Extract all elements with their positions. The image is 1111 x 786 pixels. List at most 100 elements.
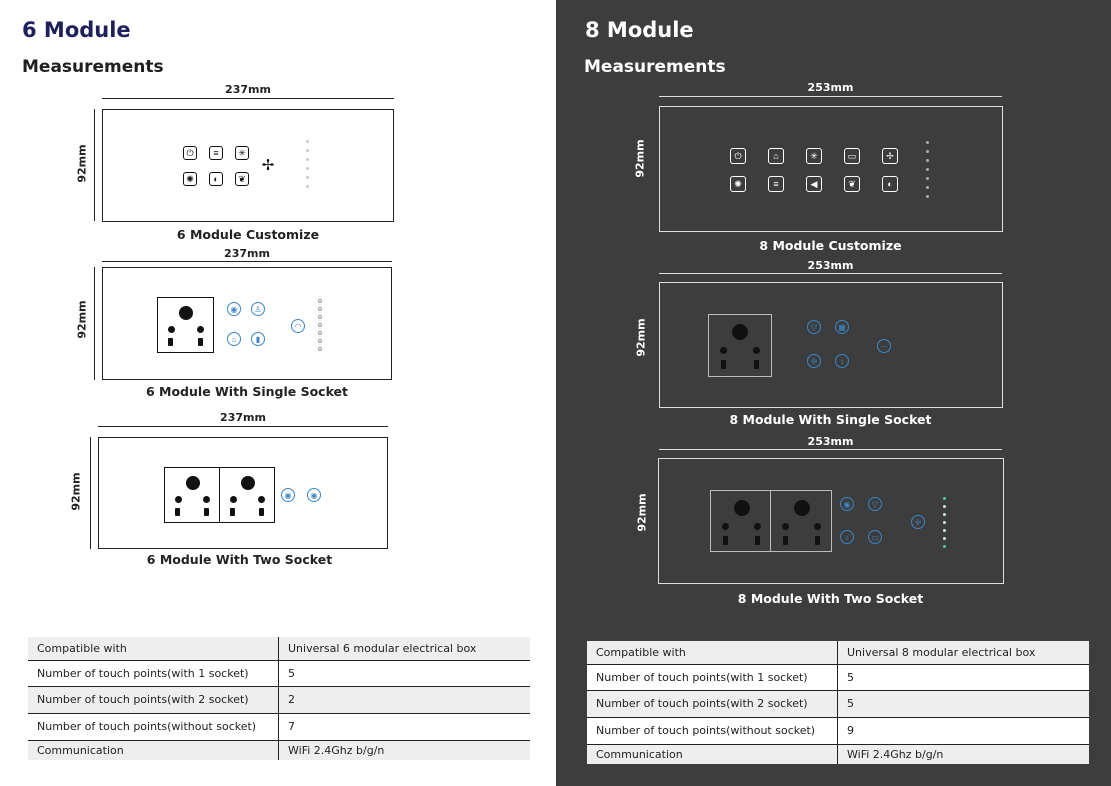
spec-table: Compatible with Universal 6 modular elec… bbox=[28, 637, 530, 760]
indicator-dot bbox=[943, 521, 946, 524]
table-row: Compatible with Universal 6 modular elec… bbox=[28, 637, 530, 661]
indicator-dot bbox=[926, 150, 929, 153]
table-row: Communication WiFi 2.4Ghz b/g/n bbox=[28, 740, 530, 760]
touch-button-icon: ♁ bbox=[835, 354, 849, 368]
section-title: 8 Module bbox=[585, 18, 694, 42]
fan-icon: ✢ bbox=[882, 148, 898, 164]
spec-label: Compatible with bbox=[28, 637, 279, 661]
socket-pin bbox=[175, 496, 182, 503]
section-title: 6 Module bbox=[22, 18, 131, 42]
width-dimension-label: 237mm bbox=[220, 411, 266, 424]
indicator-dot bbox=[943, 537, 946, 540]
touch-button-icon: ⌂ bbox=[227, 332, 241, 346]
socket-pin bbox=[722, 523, 729, 530]
light-icon: ✳ bbox=[806, 148, 822, 164]
socket bbox=[157, 297, 214, 353]
width-dimension-label: 237mm bbox=[225, 83, 271, 96]
spec-label: Number of touch points(without socket) bbox=[28, 713, 279, 741]
touch-button-icon: ♁ bbox=[840, 530, 854, 544]
socket-pin bbox=[720, 347, 727, 354]
spec-label: Compatible with bbox=[587, 641, 838, 665]
height-dimension-label: 92mm bbox=[635, 493, 649, 532]
spec-label: Number of touch points(without socket) bbox=[587, 717, 838, 745]
socket-pin bbox=[755, 536, 760, 545]
diagram-caption: 8 Module With Single Socket bbox=[729, 412, 932, 427]
socket-pin bbox=[753, 347, 760, 354]
table-row: Communication WiFi 2.4Ghz b/g/n bbox=[587, 744, 1089, 764]
fan-icon: ✢ bbox=[261, 156, 275, 174]
indicator-dot bbox=[926, 159, 929, 162]
touch-button-icon: ▦ bbox=[835, 320, 849, 334]
switch-panel-single-socket: ◉ ♙ ⌂ ▮ ◠ bbox=[102, 267, 392, 380]
indicator-dot bbox=[943, 529, 946, 532]
indicator-dot bbox=[318, 299, 322, 303]
diagram-caption: 6 Module With Two Socket bbox=[146, 552, 333, 567]
width-dimension-line bbox=[102, 261, 392, 262]
touch-button-icon: ✢ bbox=[807, 354, 821, 368]
spec-value: 7 bbox=[278, 713, 530, 741]
touch-button-icon: ◉ bbox=[227, 302, 241, 316]
switch-panel-two-socket: ◉ ◉ bbox=[98, 437, 388, 549]
table-row: Number of touch points(with 1 socket) 5 bbox=[28, 660, 530, 687]
socket-pin bbox=[815, 536, 820, 545]
width-dimension-line bbox=[659, 96, 1002, 97]
indicator-dot bbox=[926, 141, 929, 144]
height-dimension-label: 92mm bbox=[69, 472, 83, 511]
diagram-caption: 6 Module With Single Socket bbox=[145, 384, 348, 399]
height-dimension-label: 92mm bbox=[633, 139, 647, 178]
socket-pin bbox=[783, 536, 788, 545]
bulb-icon: ✺ bbox=[730, 176, 746, 192]
touch-button-icon: ▽ bbox=[868, 497, 882, 511]
indicator-dot bbox=[318, 339, 322, 343]
indicator-dot bbox=[318, 331, 322, 335]
spec-label: Communication bbox=[28, 740, 279, 760]
indicator-dot bbox=[306, 140, 309, 143]
switch-panel-single-socket: ▽ ▦ ✢ ♁ ⋯ bbox=[659, 282, 1003, 408]
width-dimension-line bbox=[659, 449, 1002, 450]
indicator-dot bbox=[318, 323, 322, 327]
indicator-dot bbox=[926, 186, 929, 189]
spec-value: 5 bbox=[837, 690, 1089, 718]
socket-pin bbox=[258, 496, 265, 503]
switch-panel-customize: ⏻ ≡ ✳ ✢ ✺ ◐ ❦ bbox=[102, 109, 394, 222]
indicator-dot bbox=[943, 513, 946, 516]
touch-button-icon: ▭ bbox=[868, 530, 882, 544]
leaf-icon: ❦ bbox=[844, 176, 860, 192]
width-dimension-label: 253mm bbox=[807, 259, 854, 272]
indicator-dot bbox=[926, 168, 929, 171]
lamp-icon: ⌂ bbox=[768, 148, 784, 164]
diagram-caption: 8 Module Customize bbox=[759, 238, 902, 253]
indicator-dot bbox=[926, 195, 929, 198]
socket bbox=[710, 490, 772, 552]
touch-button-icon: ◉ bbox=[840, 497, 854, 511]
spec-value: 5 bbox=[837, 664, 1089, 691]
width-dimension-line bbox=[102, 98, 394, 99]
socket-pin bbox=[754, 360, 759, 369]
socket bbox=[708, 314, 772, 377]
touch-button-icon: ◉ bbox=[307, 488, 321, 502]
switch-panel-customize: ⏻ ⌂ ✳ ▭ ✢ ✺ ≡ ◀ ❦ ◐ bbox=[659, 106, 1003, 232]
indicator-dot bbox=[306, 149, 309, 152]
socket bbox=[219, 467, 275, 523]
spec-value: WiFi 2.4Ghz b/g/n bbox=[278, 740, 530, 760]
height-dimension-label: 92mm bbox=[75, 144, 89, 183]
socket-pin bbox=[197, 326, 204, 333]
wifi-icon: ◠ bbox=[291, 319, 305, 333]
height-dimension-label: 92mm bbox=[75, 300, 89, 339]
light-icon: ✳ bbox=[235, 146, 249, 160]
indicator-dot bbox=[943, 497, 946, 500]
indicator-dot bbox=[943, 505, 946, 508]
dimmer-icon: ◐ bbox=[209, 172, 223, 186]
touch-button-icon: ♙ bbox=[251, 302, 265, 316]
diagram-caption: 8 Module With Two Socket bbox=[737, 591, 924, 606]
table-row: Number of touch points(without socket) 9 bbox=[587, 717, 1089, 745]
socket-pin bbox=[204, 508, 209, 516]
socket-pin bbox=[259, 508, 264, 516]
ac-icon: ≡ bbox=[209, 146, 223, 160]
height-dimension-line bbox=[94, 109, 95, 221]
width-dimension-line bbox=[659, 273, 1002, 274]
spec-value: WiFi 2.4Ghz b/g/n bbox=[837, 744, 1089, 764]
spec-label: Number of touch points(with 2 socket) bbox=[28, 686, 279, 714]
dimmer-icon: ◐ bbox=[882, 176, 898, 192]
spec-table: Compatible with Universal 8 modular elec… bbox=[587, 641, 1089, 764]
